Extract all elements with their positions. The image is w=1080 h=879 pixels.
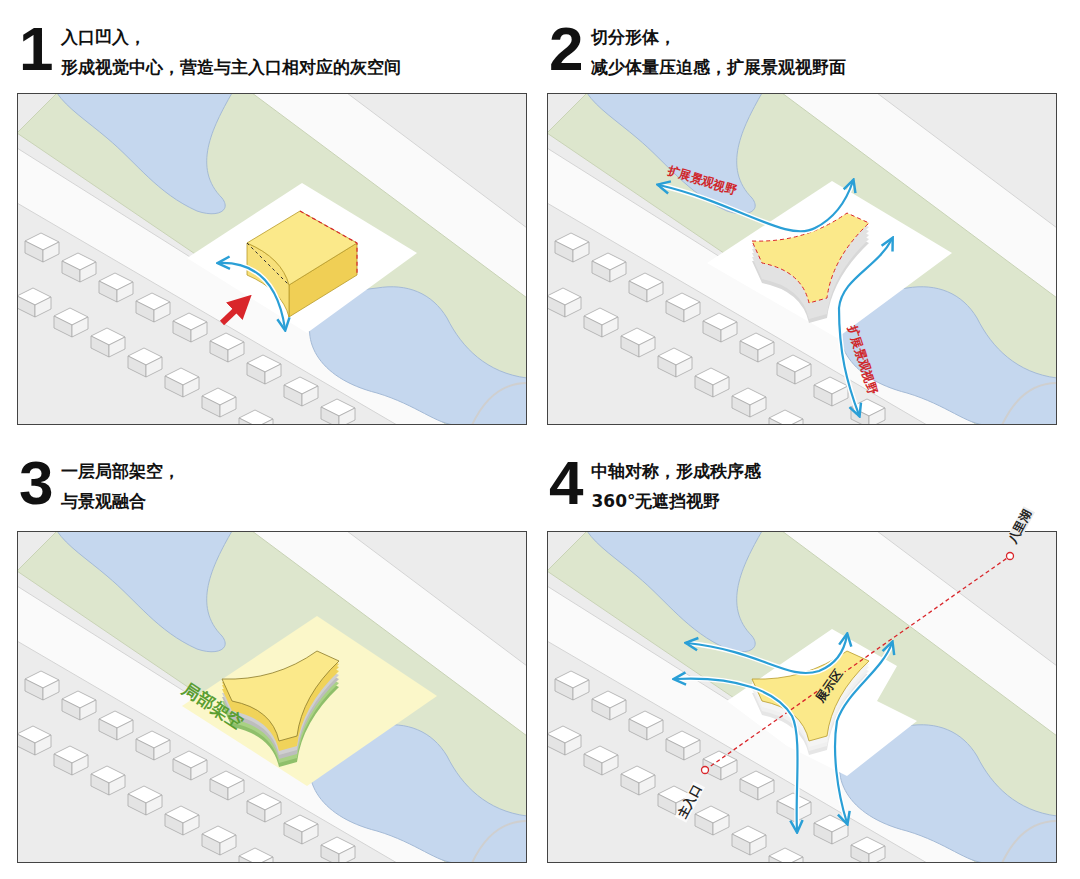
site-plan xyxy=(547,531,1057,863)
panel-frame xyxy=(17,531,527,863)
map-label: 局部架空 xyxy=(178,679,249,734)
step-panel: 1入口凹入， 形成视觉中心，营造与主入口相对应的灰空间 xyxy=(17,18,527,425)
site-plan xyxy=(547,93,1057,425)
map-label: 主入口 xyxy=(675,781,705,823)
site-plan xyxy=(17,93,527,425)
panel-frame xyxy=(17,93,527,425)
step-number: 4 xyxy=(549,452,583,514)
panel-frame xyxy=(547,93,1057,425)
map-label: 扩展景观视野 xyxy=(844,322,880,398)
step-number: 2 xyxy=(549,18,583,80)
step-panel: 3一层局部架空， 与景观融合 xyxy=(17,452,527,863)
step-number: 1 xyxy=(19,18,53,80)
step-heading: 入口凹入， 形成视觉中心，营造与主入口相对应的灰空间 xyxy=(61,22,401,82)
map-label: 扩展景观视野 xyxy=(664,164,741,199)
step-heading: 一层局部架空， 与景观融合 xyxy=(61,456,180,516)
step-heading: 切分形体， 减少体量压迫感，扩展景观视野面 xyxy=(591,22,846,82)
step-heading: 中轴对称，形成秩序感 360°无遮挡视野 xyxy=(591,456,761,516)
panel-frame xyxy=(547,531,1057,863)
map-label: 八里湖 xyxy=(1005,506,1035,548)
step-panel: 4中轴对称，形成秩序感 360°无遮挡视野 xyxy=(547,452,1057,863)
step-number: 3 xyxy=(19,452,53,514)
step-panel: 2切分形体， 减少体量压迫感，扩展景观视野面 xyxy=(547,18,1057,425)
site-plan xyxy=(17,531,527,863)
map-label: 展示区 xyxy=(813,666,847,706)
